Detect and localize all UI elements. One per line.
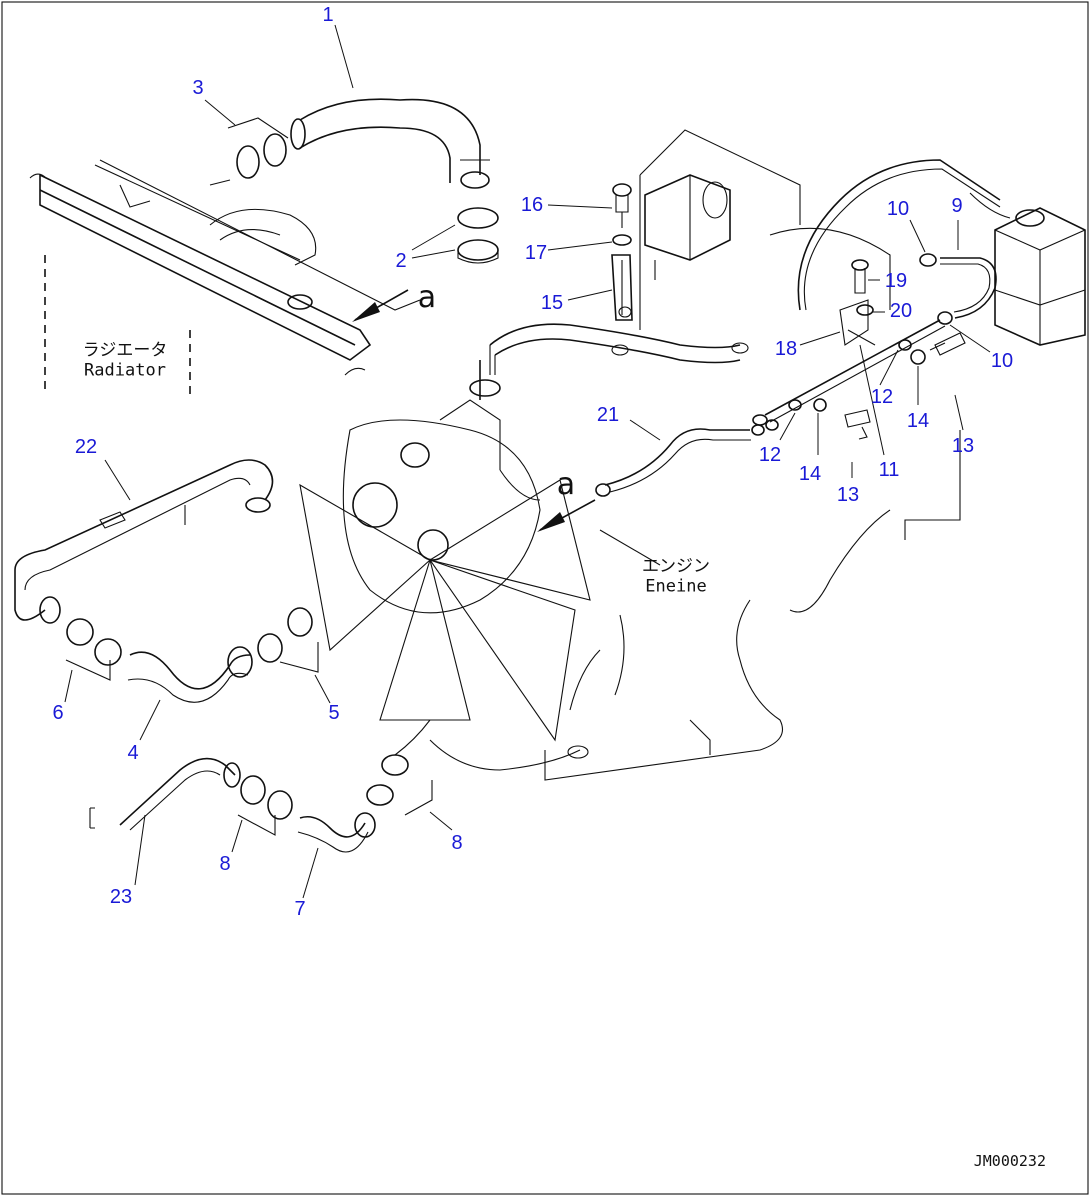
bolt-19 <box>851 259 869 294</box>
engine-note-jp: エンジン <box>642 556 710 577</box>
part-number-12-left[interactable]: 12 <box>758 444 782 466</box>
part-number-16[interactable]: 16 <box>520 194 544 216</box>
part-number-19[interactable]: 19 <box>884 270 908 292</box>
hose-21 <box>595 419 779 497</box>
radiator-note-jp: ラジエータ <box>82 340 168 361</box>
part-number-6[interactable]: 6 <box>52 702 64 724</box>
hose-7 <box>297 812 376 853</box>
part-number-11[interactable]: 11 <box>878 459 900 481</box>
washer-20 <box>856 304 874 316</box>
part-number-22[interactable]: 22 <box>74 436 98 458</box>
clip-12-b <box>788 399 802 411</box>
view-mark-a-top: a <box>417 280 437 315</box>
part-number-13-right[interactable]: 13 <box>951 435 975 457</box>
part-number-9[interactable]: 9 <box>951 195 963 217</box>
part-number-13-left[interactable]: 13 <box>836 484 860 506</box>
engine-front-fan <box>299 360 591 742</box>
part-number-14-right[interactable]: 14 <box>906 410 930 432</box>
clamps-6 <box>65 618 122 681</box>
part-number-3[interactable]: 3 <box>192 77 204 99</box>
reserve-tank-9 <box>969 192 1086 346</box>
bolt-13-b <box>844 409 871 440</box>
engine-note-en: Eneine <box>645 577 707 597</box>
part-number-17[interactable]: 17 <box>524 242 548 264</box>
washer-14-a <box>910 349 926 365</box>
view-arrow-a-mid <box>537 499 596 532</box>
radiator-note: ラジエータ Radiator <box>83 341 168 382</box>
part-number-10-top[interactable]: 10 <box>886 198 910 220</box>
clamps-8-left <box>237 775 293 836</box>
hose-4 <box>127 646 253 703</box>
upper-hose-1 <box>290 98 490 189</box>
part-number-10-right[interactable]: 10 <box>990 350 1014 372</box>
part-number-8-right[interactable]: 8 <box>451 832 463 854</box>
sensor-block <box>644 174 731 280</box>
drawing-code: JM000232 <box>973 1152 1046 1170</box>
part-number-5[interactable]: 5 <box>328 702 340 724</box>
view-mark-a-middle: a <box>556 467 576 502</box>
clamps-5 <box>257 607 319 673</box>
part-number-7[interactable]: 7 <box>294 898 306 920</box>
radiator-note-en: Radiator <box>84 361 166 381</box>
leader-lines <box>64 24 991 899</box>
part-number-2[interactable]: 2 <box>395 250 407 272</box>
pipe-11 <box>752 319 946 426</box>
bolt-13-a <box>929 332 966 356</box>
hose-22 <box>14 459 274 624</box>
part-number-20[interactable]: 20 <box>889 300 913 322</box>
view-arrow-a-top <box>352 289 409 322</box>
clamps-2 <box>457 207 499 264</box>
part-number-8-left[interactable]: 8 <box>219 853 231 875</box>
hose-23 <box>89 757 241 831</box>
part-number-23[interactable]: 23 <box>109 886 133 908</box>
bolt-16 <box>612 183 632 246</box>
tube-9 <box>919 253 997 325</box>
part-number-21[interactable]: 21 <box>596 404 620 426</box>
radiator-outline <box>29 159 421 395</box>
small-bypass-hose <box>489 323 749 375</box>
clamps-3 <box>209 117 289 186</box>
engine-outline <box>429 129 961 781</box>
overflow-hose <box>797 159 1001 311</box>
clip-12-a <box>898 339 912 351</box>
clamps-8-right <box>366 719 433 816</box>
engine-note: エンジン Eneine <box>642 557 710 598</box>
part-number-14-left[interactable]: 14 <box>798 463 822 485</box>
clip-18 <box>839 299 876 346</box>
part-number-18[interactable]: 18 <box>774 338 798 360</box>
bracket-15 <box>611 254 633 321</box>
part-number-1[interactable]: 1 <box>322 4 334 26</box>
part-number-4[interactable]: 4 <box>127 742 139 764</box>
part-number-15[interactable]: 15 <box>540 292 564 314</box>
part-number-12-right[interactable]: 12 <box>870 386 894 408</box>
washer-14-b <box>813 398 827 412</box>
